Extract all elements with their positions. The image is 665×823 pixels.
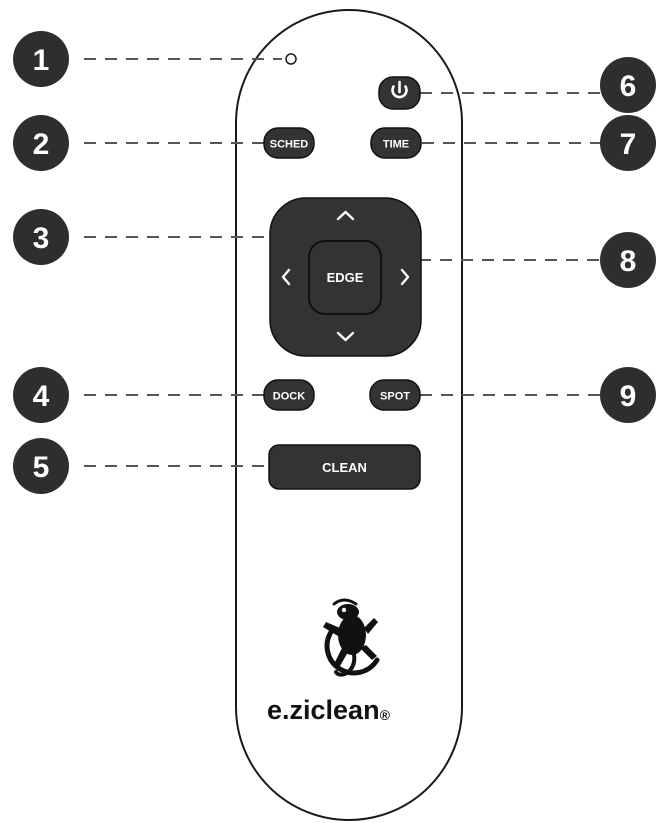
led-indicator-icon [285, 53, 297, 65]
sched-label: SCHED [270, 139, 309, 151]
spot-button[interactable]: SPOT [369, 379, 421, 411]
clean-button[interactable]: CLEAN [268, 444, 421, 490]
chevron-up-icon[interactable] [336, 210, 355, 221]
chevron-down-icon[interactable] [336, 331, 355, 342]
edge-label: EDGE [327, 270, 364, 285]
callout-1: 1 [13, 31, 69, 87]
callout-label-8: 8 [620, 245, 637, 278]
callout-5: 5 [13, 438, 69, 494]
callout-9: 9 [600, 367, 656, 423]
callout-7: 7 [600, 115, 656, 171]
callout-label-7: 7 [620, 128, 637, 161]
registered-mark: ® [380, 707, 391, 723]
callout-label-4: 4 [33, 380, 50, 413]
callout-2: 2 [13, 115, 69, 171]
callout-4: 4 [13, 367, 69, 423]
dock-label: DOCK [273, 391, 305, 403]
callout-label-2: 2 [33, 128, 50, 161]
callout-label-5: 5 [33, 451, 50, 484]
power-icon [391, 80, 408, 99]
spot-label: SPOT [380, 391, 410, 403]
edge-button[interactable]: EDGE [308, 240, 382, 315]
leader-lines [84, 58, 600, 467]
time-label: TIME [383, 139, 409, 151]
clean-label: CLEAN [322, 460, 367, 475]
callout-3: 3 [13, 209, 69, 265]
dock-button[interactable]: DOCK [263, 379, 315, 411]
time-button[interactable]: TIME [370, 127, 422, 159]
power-button[interactable] [378, 76, 421, 110]
brand-name: e.ziclean® [267, 695, 391, 725]
callout-label-3: 3 [33, 222, 50, 255]
chevron-right-icon[interactable] [400, 268, 410, 286]
direction-pad: EDGE [269, 197, 422, 357]
callout-label-1: 1 [33, 44, 50, 77]
callout-label-6: 6 [620, 70, 637, 103]
gecko-logo-icon [323, 598, 380, 677]
sched-button[interactable]: SCHED [263, 127, 315, 159]
callout-label-9: 9 [620, 380, 637, 413]
callout-6: 6 [600, 57, 656, 113]
brand-name-text: e.ziclean [267, 695, 380, 725]
callout-8: 8 [600, 232, 656, 288]
chevron-left-icon[interactable] [281, 268, 291, 286]
